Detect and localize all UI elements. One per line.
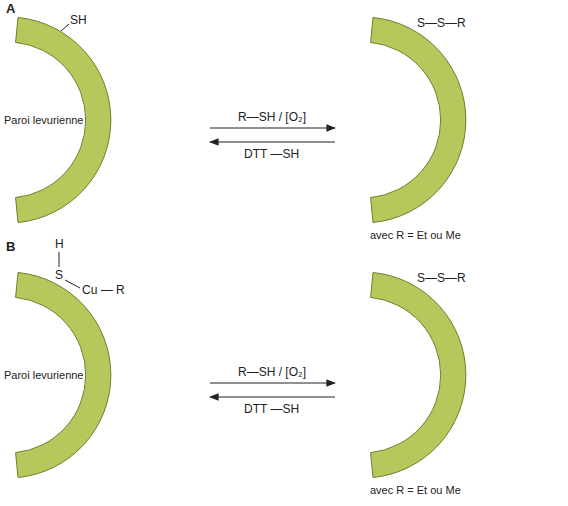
- reagent-label: DTT —SH: [244, 147, 299, 161]
- bond-line: [61, 24, 69, 31]
- bond-line: [59, 252, 60, 267]
- reverse-arrow: [210, 141, 335, 142]
- reagent-label: DTT —SH: [244, 402, 299, 416]
- yeast-wall: [371, 18, 466, 223]
- panel-letter: A: [6, 2, 15, 16]
- chemical-group: S—S—R: [417, 16, 466, 30]
- reagent-label: R—SH / [O₂]: [238, 110, 306, 124]
- yeast-wall: [371, 273, 466, 478]
- forward-arrow: [210, 127, 335, 128]
- bond-line: [65, 280, 80, 288]
- chemical-group: S—S—R: [417, 271, 466, 285]
- note: avec R = Et ou Me: [370, 228, 461, 242]
- chemical-group: SH: [70, 13, 87, 27]
- note: avec R = Et ou Me: [370, 483, 461, 497]
- part-name: Paroi levurienne: [4, 113, 84, 127]
- chemical-group: Cu — R: [82, 283, 125, 297]
- part-name: Paroi levurienne: [4, 368, 84, 382]
- atom-label: S: [55, 268, 63, 282]
- reverse-arrow: [210, 396, 335, 397]
- panel-letter: B: [6, 240, 15, 254]
- atom-label: H: [55, 237, 64, 251]
- reagent-label: R—SH / [O₂]: [238, 365, 306, 379]
- forward-arrow: [210, 382, 335, 383]
